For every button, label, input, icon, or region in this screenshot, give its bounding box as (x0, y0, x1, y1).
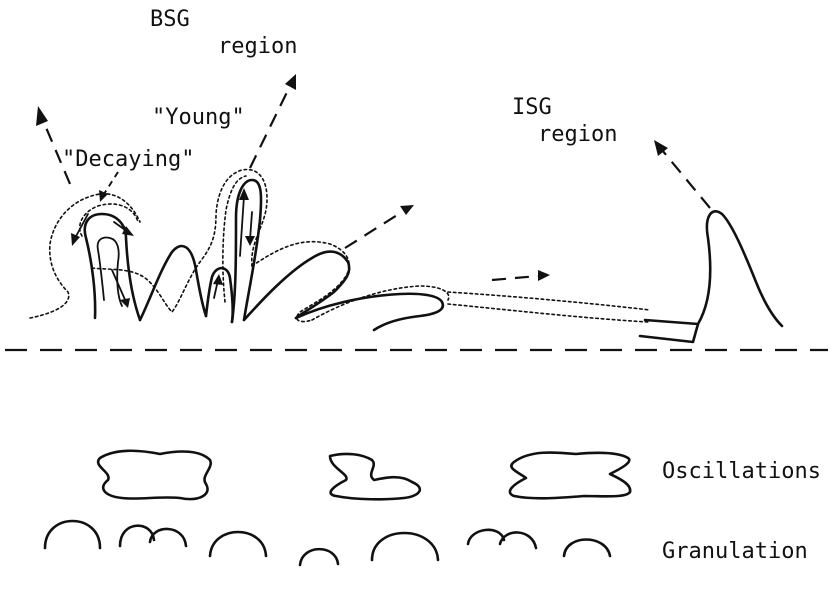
bsg-region-label: region (218, 34, 297, 59)
decaying-outflow-arrowhead (36, 106, 48, 126)
wave-loop-outline (252, 242, 349, 322)
young-outflow-arrow-line (250, 86, 290, 168)
decaying-label: "Decaying" (62, 147, 194, 172)
granulation-cell-9 (564, 540, 610, 557)
isg-label: ISG (512, 95, 552, 120)
granulation-cell-3 (150, 529, 186, 546)
bsg-decaying-inner-loop (98, 238, 122, 307)
granulation-cell-6 (372, 533, 438, 560)
isg-region-label: region (538, 122, 617, 147)
bsg-decaying-loop (85, 214, 140, 320)
granulation-cell-8 (500, 532, 536, 548)
flat-outflow-arrowhead (538, 270, 550, 281)
wave-outflow-arrowhead (400, 205, 414, 215)
granulation-cell-1 (45, 521, 100, 548)
decaying-loop-arrowhead-left (71, 233, 80, 246)
small-loop-arrowhead-up (213, 274, 223, 285)
granulation-cell-2 (120, 526, 154, 546)
young-loop-arrow-up (240, 196, 244, 256)
isg-outflow-arrow-line (662, 150, 710, 208)
bsg-young-big-loop (232, 180, 261, 322)
oscillations-label: Oscillations (662, 459, 821, 484)
young-outflow-arrowhead (285, 74, 296, 90)
oscillation-blob-2 (330, 454, 420, 499)
decaying-label-pointer (104, 172, 118, 194)
decaying-label-pointer-head (99, 190, 108, 202)
flat-outflow-arrow-line (492, 276, 538, 280)
oscillation-blob-3 (510, 452, 630, 498)
bsg-label: BSG (150, 7, 190, 32)
young-label: "Young" (152, 105, 245, 130)
wave-outflow-arrow-line (345, 212, 402, 248)
young-loop-arrow-down (250, 212, 252, 240)
isg-connection-dotted-upper (448, 292, 650, 310)
isg-tall-loop (698, 211, 782, 326)
oscillation-blob-1 (98, 451, 211, 499)
granulation-cell-4 (210, 532, 266, 556)
granulation-cell-5 (300, 549, 338, 565)
granulation-cell-7 (468, 530, 504, 544)
bsg-flat-loop (296, 294, 443, 330)
granulation-label: Granulation (662, 539, 808, 564)
isg-flat-segment (640, 320, 698, 342)
